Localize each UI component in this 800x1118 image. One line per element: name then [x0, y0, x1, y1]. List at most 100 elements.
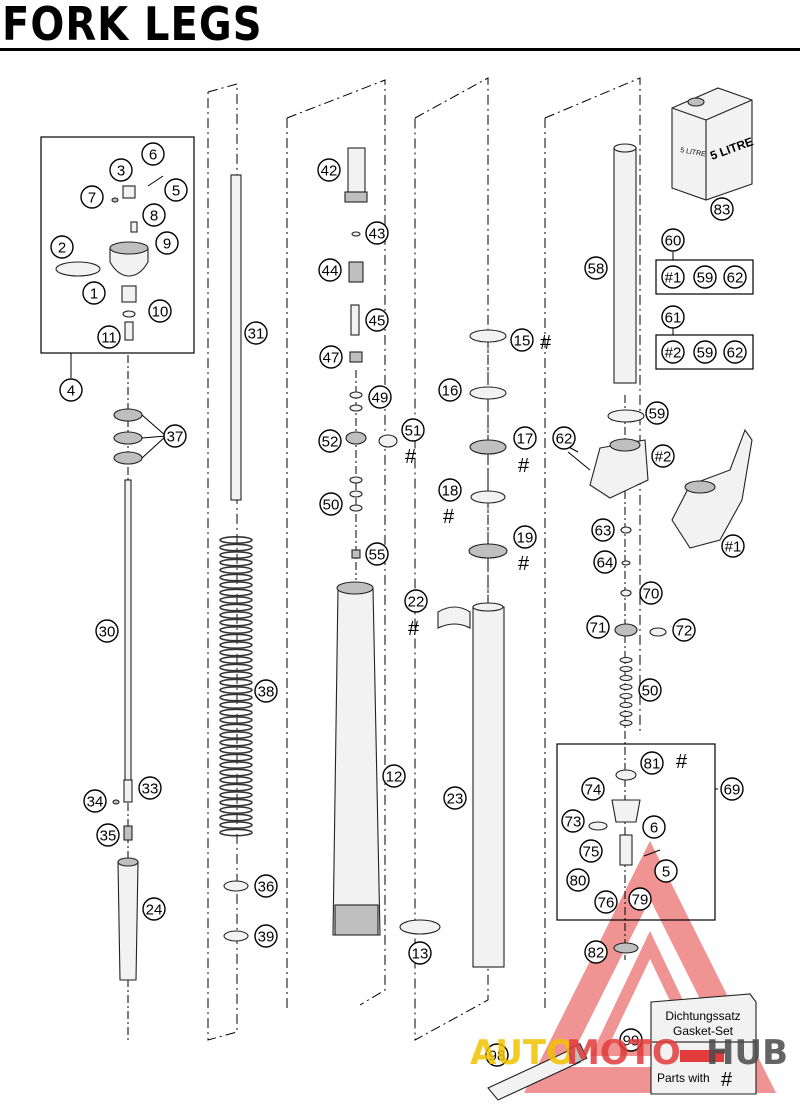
watermark-hub: HUB	[706, 1033, 788, 1073]
callout-label: 63	[595, 523, 612, 540]
callout-circle	[365, 542, 389, 566]
oil-can-side-label: 5 LITRE	[680, 147, 707, 158]
callout-circle	[50, 235, 74, 259]
spring-coil	[219, 603, 253, 612]
callout-c19: 19	[513, 525, 537, 549]
callout-label: 19	[517, 530, 534, 547]
callout-label: #1	[665, 270, 682, 287]
spring-coil	[219, 828, 253, 837]
spring-coil	[219, 558, 253, 567]
callout-circle	[443, 786, 467, 810]
callout-circle	[723, 265, 747, 289]
callout-label: 83	[714, 202, 731, 219]
callout-label: 58	[588, 261, 605, 278]
callout-c33: 33	[138, 776, 162, 800]
callout-circle	[155, 231, 179, 255]
callout-label: 12	[386, 769, 403, 786]
callout-c24: 24	[142, 897, 166, 921]
callout-label: 38	[258, 684, 275, 701]
callout-c74: 74	[581, 777, 605, 801]
spring-coil	[219, 543, 253, 552]
spring-coil	[219, 640, 253, 649]
spring-coil	[219, 798, 253, 807]
spring-coil	[219, 550, 253, 559]
callout-label: 17	[517, 431, 534, 448]
callout-c73: 73	[561, 809, 585, 833]
callout-circle	[141, 142, 165, 166]
spring-coil	[219, 663, 253, 672]
callout-label: 37	[167, 429, 184, 446]
callout-c60: 60	[661, 228, 685, 252]
callout-c3: 3	[109, 158, 133, 182]
gasket-set-line2: Gasket-Set	[673, 1024, 734, 1038]
callout-circle	[319, 492, 343, 516]
callout-circle	[513, 525, 537, 549]
callout-circle	[591, 518, 615, 542]
spring-coil	[219, 730, 253, 739]
callout-cm2: #2	[651, 444, 675, 468]
callout-circle	[584, 256, 608, 280]
callout-circle	[317, 158, 341, 182]
spring-coil	[219, 633, 253, 642]
callout-c38: 38	[254, 679, 278, 703]
spring-coil	[219, 775, 253, 784]
callout-circle	[82, 281, 106, 305]
callout-circle	[97, 325, 121, 349]
callout-label: 1	[90, 286, 98, 303]
callout-circle	[513, 426, 537, 450]
callout-c36: 36	[254, 874, 278, 898]
hash-81: #	[676, 751, 688, 773]
callout-label: 43	[369, 226, 386, 243]
callout-c61: 61	[661, 305, 685, 329]
leader-lines	[141, 175, 661, 857]
callout-circle	[319, 345, 343, 369]
callout-k61b: 59	[693, 340, 717, 364]
hash-18: #	[443, 506, 455, 528]
callout-k60c: 62	[723, 265, 747, 289]
spring-coil	[219, 693, 253, 702]
callout-circle	[640, 751, 664, 775]
callout-label: 99	[623, 1033, 640, 1050]
callout-label: 11	[101, 330, 117, 347]
spring-column	[219, 174, 253, 942]
callout-label: 47	[323, 350, 340, 367]
callout-label: 5	[662, 864, 670, 881]
grease-tube	[487, 1043, 588, 1101]
callout-label: 61	[665, 310, 682, 327]
callout-circle	[438, 378, 462, 402]
hash-22: #	[408, 618, 420, 640]
callout-label: 9	[163, 236, 171, 253]
callout-label: 76	[598, 895, 615, 912]
watermark-auto: AUTO	[470, 1033, 575, 1073]
callout-label: 23	[447, 791, 464, 808]
callout-circle	[96, 823, 120, 847]
spring-coil	[219, 723, 253, 732]
callout-circle	[148, 299, 172, 323]
gasket-set-parts-with: Parts with	[657, 1071, 710, 1085]
callout-c7: 7	[80, 185, 104, 209]
spring-coil	[219, 753, 253, 762]
callout-circle	[628, 887, 652, 911]
callout-layer: 1234567891011121315161718192223243031333…	[50, 142, 747, 1067]
callout-c35: 35	[96, 823, 120, 847]
spring-coil	[219, 805, 253, 814]
callout-label: 73	[565, 814, 582, 831]
fork-cap-parts	[55, 185, 149, 341]
callout-circle	[83, 789, 107, 813]
callout-c49: 49	[368, 385, 392, 409]
callout-label: 62	[556, 431, 573, 448]
callout-c98: 98	[485, 1043, 509, 1067]
callout-c42: 42	[317, 158, 341, 182]
kit-box-61	[655, 334, 754, 370]
callout-c64: 64	[593, 550, 617, 574]
callout-c39: 39	[254, 924, 278, 948]
callout-circle	[720, 777, 744, 801]
callout-c15: 15	[510, 328, 534, 352]
callout-label: 81	[644, 756, 661, 773]
callout-circle	[561, 809, 585, 833]
shim-washer	[619, 711, 633, 717]
callout-circle	[164, 178, 188, 202]
spring-coil	[219, 738, 253, 747]
callout-c47: 47	[319, 345, 343, 369]
spring-coil	[219, 655, 253, 664]
